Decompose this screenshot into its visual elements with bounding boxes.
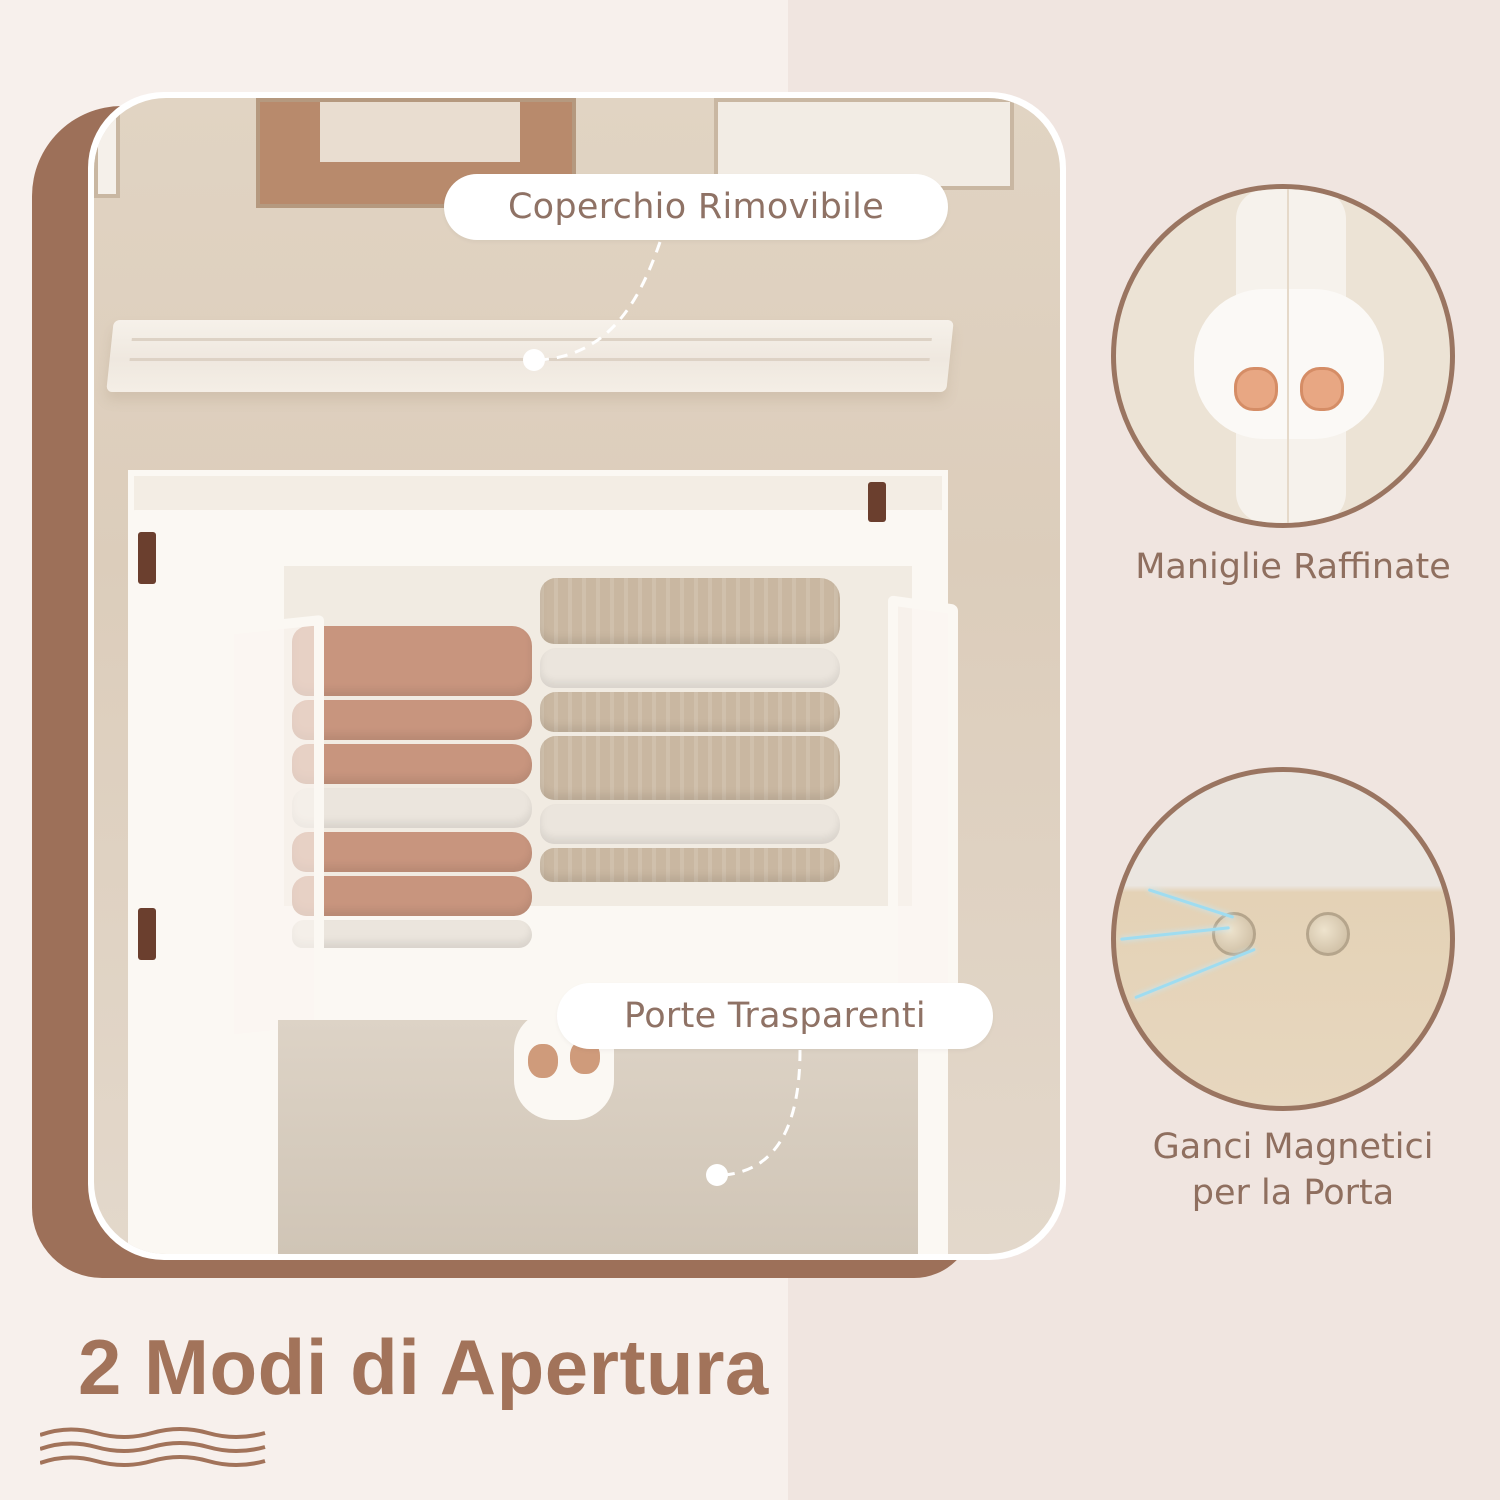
cabinet-interior (284, 566, 912, 948)
removable-lid (106, 320, 954, 392)
side-latch-icon (138, 532, 156, 584)
callout-transparent-doors: Porte Trasparenti (557, 983, 993, 1049)
clover-handle-icon (1300, 367, 1344, 411)
open-door-left (224, 614, 324, 1046)
handle-plate (1194, 289, 1384, 439)
lightning-bolt-icon (1134, 947, 1256, 1000)
caption-refined-handles: Maniglie Raffinate (1135, 547, 1451, 587)
side-latch-icon (138, 908, 156, 960)
detail-circle-handles (1111, 184, 1455, 528)
headline: 2 Modi di Apertura (78, 1323, 769, 1411)
product-photo (94, 98, 1060, 1254)
clothes-stack-knit (540, 578, 840, 886)
storage-cabinet (128, 482, 958, 1254)
clothes-stack-pink (292, 626, 532, 952)
open-door-right (888, 595, 958, 1005)
magnet-icon (1212, 912, 1256, 956)
lightning-bolt-icon (1147, 888, 1235, 919)
caption-magnetic-hooks: Ganci Magnetici per la Porta (1152, 1127, 1434, 1214)
wave-lines-decoration (40, 1427, 266, 1467)
detail-circle-magnets (1111, 767, 1455, 1111)
clover-handle-icon (1234, 367, 1278, 411)
product-photo-frame (88, 92, 1066, 1260)
wall-frame (94, 98, 120, 198)
callout-removable-lid: Coperchio Rimovibile (444, 174, 948, 240)
callout-label: Porte Trasparenti (624, 996, 926, 1036)
callout-label: Coperchio Rimovibile (507, 187, 885, 227)
magnet-icon (1306, 912, 1350, 956)
clover-knob-icon (528, 1044, 558, 1078)
side-latch-icon (868, 482, 886, 522)
